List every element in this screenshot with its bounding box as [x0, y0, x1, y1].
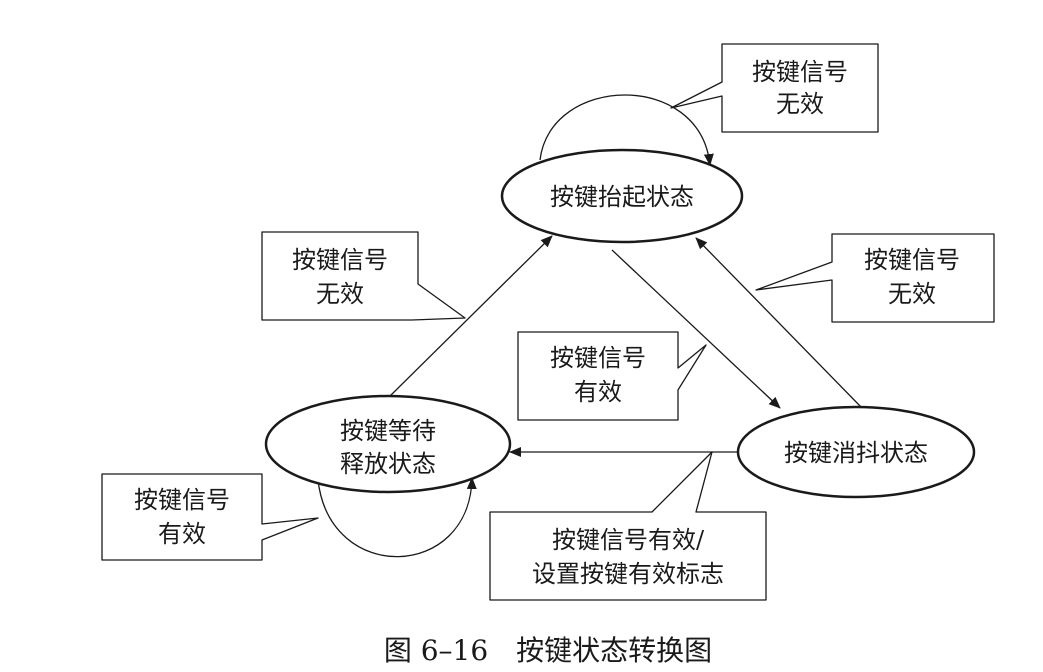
- top-self-loop-arrow: [539, 94, 714, 166]
- figure-caption: 图 6–16 按键状态转换图: [384, 634, 712, 667]
- callout-top-self-loop-line2: 无效: [776, 90, 824, 118]
- callout-top-self-loop: 按键信号 无效: [670, 43, 879, 133]
- callout-bottom-self-loop-line2: 有效: [158, 520, 206, 548]
- bottom-self-loop-arrow: [317, 477, 477, 558]
- callout-bottom-edge: 按键信号有效/ 设置按键有效标志: [489, 451, 767, 601]
- state-wait-release-label-line2: 释放状态: [340, 450, 436, 478]
- callout-left-edge-line2: 无效: [316, 280, 364, 308]
- state-released-label: 按键抬起状态: [550, 183, 694, 211]
- state-released: 按键抬起状态: [500, 148, 744, 244]
- callout-top-self-loop-line1: 按键信号: [752, 58, 848, 86]
- callout-right-edge: 按键信号 无效: [755, 233, 995, 323]
- callout-left-edge: 按键信号 无效: [261, 231, 466, 321]
- callout-bottom-edge-line1: 按键信号有效/: [552, 526, 705, 554]
- edge-released-to-debounce: [611, 249, 781, 409]
- edge-wait-to-released: [387, 235, 553, 399]
- state-wait-release-label-line1: 按键等待: [340, 417, 436, 445]
- state-wait-release: 按键等待 释放状态: [264, 394, 512, 494]
- callout-bottom-self-loop: 按键信号 有效: [101, 473, 319, 561]
- edge-debounce-to-released: [695, 237, 863, 409]
- callout-right-edge-line2: 无效: [888, 280, 936, 308]
- callout-middle-edge-line1: 按键信号: [550, 344, 646, 372]
- callout-middle-edge-line2: 有效: [574, 378, 622, 406]
- callout-left-edge-line1: 按键信号: [292, 246, 388, 274]
- callout-bottom-self-loop-line1: 按键信号: [134, 486, 230, 514]
- callout-right-edge-line1: 按键信号: [864, 246, 960, 274]
- state-debounce-label: 按键消抖状态: [784, 439, 928, 467]
- callout-bottom-edge-line2: 设置按键有效标志: [532, 560, 724, 588]
- callout-middle-edge: 按键信号 有效: [517, 331, 707, 421]
- state-debounce: 按键消抖状态: [736, 405, 976, 499]
